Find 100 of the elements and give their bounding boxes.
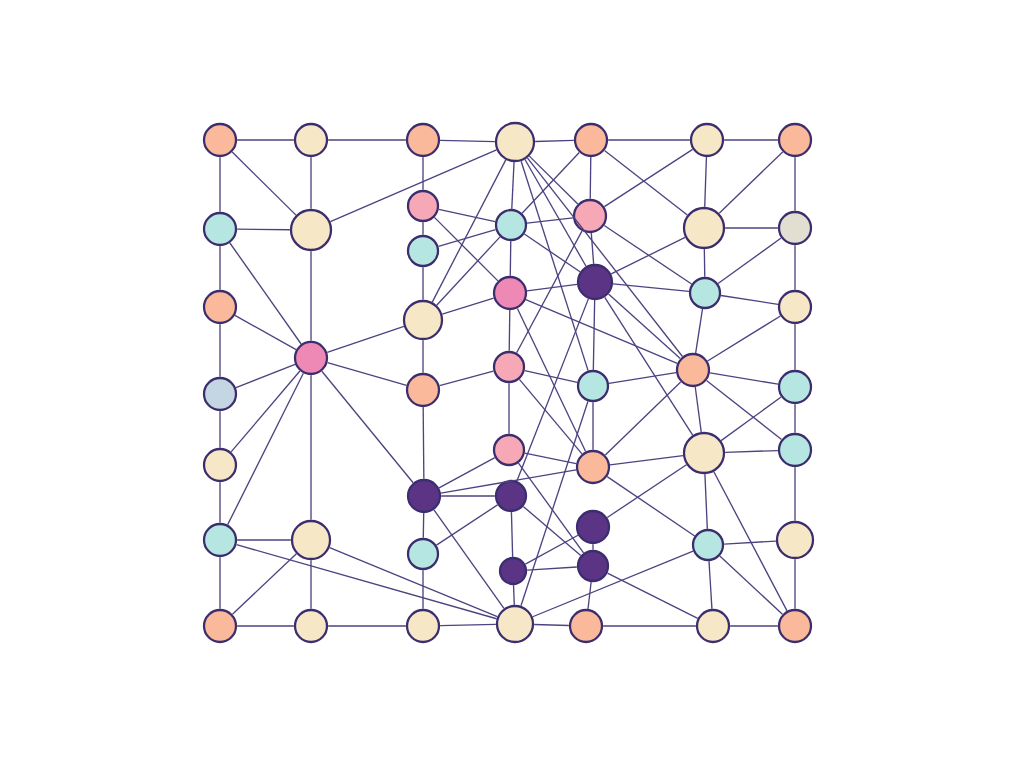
connector-line xyxy=(231,151,297,216)
connector-line xyxy=(439,623,497,627)
connector-line xyxy=(526,283,578,292)
connector-line xyxy=(604,381,682,456)
circle-node xyxy=(293,122,329,158)
connector-line xyxy=(326,325,405,354)
connector-line xyxy=(705,379,783,441)
connector-line xyxy=(608,372,677,385)
connector-line xyxy=(524,534,579,565)
connector-line xyxy=(231,553,298,615)
connector-line xyxy=(516,307,587,453)
circle-node xyxy=(290,519,332,561)
circle-node xyxy=(777,432,813,468)
connector-line xyxy=(508,309,511,352)
connector-line xyxy=(694,308,704,354)
connector-line xyxy=(518,378,583,455)
circle-node xyxy=(406,478,442,514)
connector-line xyxy=(227,372,304,526)
connector-line xyxy=(706,315,782,362)
connector-line xyxy=(433,216,499,282)
circle-node xyxy=(202,608,238,644)
circle-node xyxy=(498,556,528,586)
connector-line xyxy=(587,581,592,610)
circle-node xyxy=(682,431,726,475)
connector-line xyxy=(532,550,694,618)
connector-line xyxy=(508,382,510,435)
connector-line xyxy=(528,155,579,205)
connector-line xyxy=(604,296,694,436)
connector-line xyxy=(607,293,681,360)
connector-line xyxy=(534,139,575,143)
connector-line xyxy=(219,481,221,524)
connector-line xyxy=(511,161,515,210)
connector-line xyxy=(592,543,594,551)
circle-node xyxy=(289,208,333,252)
connector-line xyxy=(439,139,496,143)
circle-node xyxy=(575,509,611,545)
connector-line xyxy=(708,560,713,610)
circle-node xyxy=(688,276,722,310)
circle-node xyxy=(293,608,329,644)
connector-line xyxy=(523,233,581,273)
connector-line xyxy=(327,625,407,627)
connector-line xyxy=(310,156,312,210)
connector-line xyxy=(517,462,585,554)
connector-line xyxy=(327,139,407,141)
connector-line xyxy=(794,156,796,212)
circle-node xyxy=(405,372,441,408)
circle-node xyxy=(405,608,441,644)
connector-line xyxy=(521,151,580,214)
connector-line xyxy=(794,466,796,522)
circle-node xyxy=(406,537,440,571)
connector-line xyxy=(422,156,424,191)
connector-line xyxy=(236,139,295,141)
connector-line xyxy=(236,539,292,541)
connector-line xyxy=(310,250,312,342)
connector-line xyxy=(718,151,784,214)
connector-line xyxy=(433,509,505,610)
connector-line xyxy=(713,471,788,612)
connector-line xyxy=(603,224,693,285)
circle-node xyxy=(492,433,526,467)
connector-line xyxy=(438,208,496,223)
circle-node xyxy=(576,369,610,403)
connector-line xyxy=(321,370,414,484)
connector-line xyxy=(329,149,498,223)
connector-line xyxy=(606,475,696,537)
connector-line xyxy=(520,160,589,372)
connector-line xyxy=(723,540,777,545)
circle-node xyxy=(576,263,614,301)
connector-line xyxy=(219,410,221,449)
circle-node xyxy=(202,289,238,325)
connector-line xyxy=(236,625,295,627)
connector-line xyxy=(612,283,690,293)
connector-line xyxy=(524,369,578,384)
connector-line xyxy=(516,298,590,482)
circle-node xyxy=(495,604,535,644)
circle-node xyxy=(406,234,440,268)
connector-line xyxy=(606,464,688,519)
circle-node xyxy=(202,122,238,158)
connector-line xyxy=(422,512,425,539)
connector-line xyxy=(533,623,570,627)
connector-line xyxy=(590,232,595,265)
circle-node xyxy=(777,289,813,325)
connector-line xyxy=(719,555,784,615)
connector-line xyxy=(510,511,514,558)
connector-line xyxy=(229,242,302,345)
connector-line xyxy=(704,473,708,530)
connector-line xyxy=(794,323,796,371)
connector-line xyxy=(438,457,496,489)
connector-line xyxy=(704,156,708,208)
circle-node xyxy=(689,122,725,158)
circle-node xyxy=(575,449,611,485)
connector-line xyxy=(235,363,296,389)
connector-line xyxy=(435,504,499,546)
connector-line xyxy=(592,401,594,451)
connector-line xyxy=(526,157,684,358)
circle-node xyxy=(406,189,440,223)
connector-line xyxy=(422,569,424,610)
connector-line xyxy=(606,572,699,619)
connector-line xyxy=(520,400,589,607)
connector-line xyxy=(525,298,678,364)
connector-line xyxy=(609,454,684,466)
